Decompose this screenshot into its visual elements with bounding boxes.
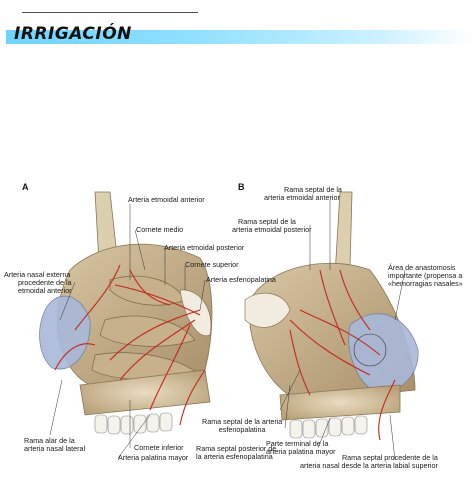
- label-septal-esfenopalatina-line-2: esfenopalatina: [218, 425, 266, 435]
- label-rama-alar-line-1: Rama alar de la: [24, 436, 75, 445]
- label-parte-terminal-line-2: arteria palatina mayor: [266, 447, 336, 457]
- label-septal-posterior-line-2: arteria etmoidal posterior: [232, 225, 312, 235]
- panel-b-leader-lines: [279, 200, 406, 461]
- label-cornete-inferior: Cornete inferior: [134, 443, 184, 452]
- label-rama-alar-line-2: arteria nasal lateral: [24, 444, 86, 454]
- label-septal-anterior-line-2: arteria etmoidal anterior: [264, 193, 340, 203]
- label-parte-terminal-line-1: Parte terminal de la: [266, 439, 329, 448]
- label-esfenopalatina: Arteria esfenopalatina: [206, 275, 276, 284]
- label-septal-labial-line-1: Rama septal procedente de la: [341, 453, 438, 462]
- panel-a-leader-lines: [49, 204, 206, 459]
- label-nasal-externa-line-1: Arteria nasal externa: [4, 270, 71, 279]
- label-septal-esfenopalatina: Rama septal de la arteria esfenopalatina: [202, 417, 283, 435]
- label-anastomosis-line-1: Área de anastomosis: [388, 263, 456, 272]
- label-anastomosis-line-2: importante (propensa a: [388, 271, 463, 281]
- label-septal-esfenopalatina-line-1: Rama septal de la arteria: [202, 417, 283, 426]
- label-anastomosis-line-3: «hemorragias nasales»: [388, 279, 463, 289]
- label-septal-labial: Rama septal procedente de la arteria nas…: [300, 453, 438, 471]
- page-title: IRRIGACIÓN: [14, 24, 132, 44]
- header-band: [6, 30, 474, 44]
- top-rule: [22, 12, 198, 13]
- label-septal-anterior-line-1: Rama septal de la: [284, 185, 342, 194]
- label-septal-anterior: Rama septal de la arteria etmoidal anter…: [262, 185, 342, 203]
- panel-b-illustration: [244, 191, 419, 441]
- label-septal-posterior: Rama septal de la arteria etmoidal poste…: [232, 217, 312, 235]
- label-septal-posterior-line-1: Rama septal de la: [238, 217, 296, 226]
- label-septal-posterior-esfenopalatina-line-2: la arteria esfenopalatina: [196, 452, 273, 462]
- label-nasal-externa-line-2: procedente de la: [18, 278, 72, 288]
- label-septal-posterior-esfenopalatina: Rama septal posterior de la arteria esfe…: [196, 444, 277, 462]
- label-septal-posterior-esfenopalatina-line-1: Rama septal posterior de: [196, 444, 277, 453]
- label-nasal-externa: Arteria nasal externa procedente de la e…: [4, 270, 72, 296]
- label-palatina-mayor: Arteria palatina mayor: [118, 453, 189, 462]
- panel-a-illustration: [39, 191, 213, 435]
- label-rama-alar: Rama alar de la arteria nasal lateral: [24, 436, 86, 454]
- label-anastomosis: Área de anastomosis importante (propensa…: [388, 263, 463, 289]
- label-etmoidal-anterior: Arteria etmoidal anterior: [128, 195, 205, 204]
- panel-b-letter: B: [238, 182, 245, 192]
- label-etmoidal-posterior: Arteria etmoidal posterior: [164, 243, 245, 252]
- panel-a-letter: A: [22, 182, 29, 192]
- anatomy-figure: A B Arteria etmoidal anterior Cornete me…: [0, 170, 474, 502]
- label-nasal-externa-line-3: etmoidal anterior: [18, 286, 72, 296]
- label-cornete-medio: Cornete medio: [136, 225, 184, 234]
- label-cornete-superior: Cornete superior: [185, 260, 239, 269]
- label-septal-labial-line-2: arteria nasal desde la arteria labial su…: [300, 461, 438, 471]
- label-parte-terminal: Parte terminal de la arteria palatina ma…: [266, 439, 336, 457]
- anatomy-illustration: [39, 191, 419, 461]
